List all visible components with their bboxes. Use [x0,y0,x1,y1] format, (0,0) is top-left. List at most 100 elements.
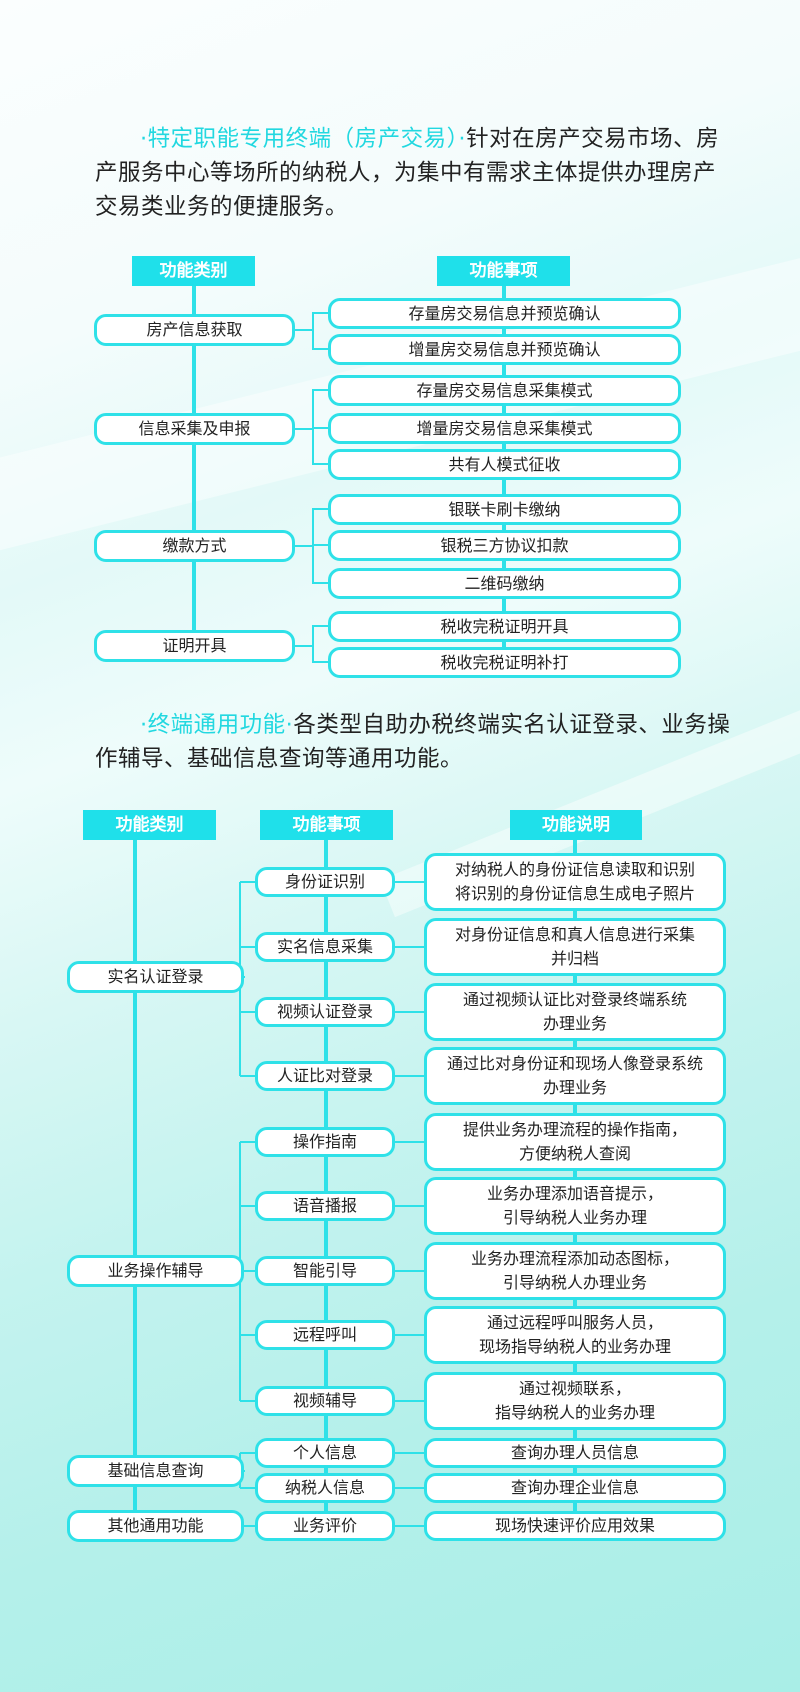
connector-line [312,626,314,662]
connector-line [395,1334,424,1336]
connector-line [240,1075,255,1077]
description-line: 查询办理人员信息 [510,1443,639,1462]
item-box: 操作指南 [255,1127,395,1157]
description-box: 对身份证信息和真人信息进行采集并归档 [424,918,726,976]
connector-line [395,1270,424,1272]
header-item: 功能事项 [260,810,393,840]
description-line: 对身份证信息和真人信息进行采集 [454,925,695,944]
connector-line [295,329,313,331]
item-box: 增量房交易信息并预览确认 [328,334,681,365]
connector-line [312,463,328,465]
connector-line [312,508,328,510]
header-category: 功能类别 [83,810,216,840]
description-line: 将识别的身份证信息生成电子照片 [454,884,695,903]
description-line: 对纳税人的身份证信息读取和识别 [454,860,695,879]
description-line: 通过远程呼叫服务人员， [486,1313,663,1332]
item-box: 视频认证登录 [255,997,395,1027]
description-line: 方便纳税人查阅 [518,1144,631,1163]
description-line: 查询办理企业信息 [510,1478,639,1497]
item-box: 实名信息采集 [255,932,395,962]
item-box: 远程呼叫 [255,1320,395,1350]
category-box: 房产信息获取 [94,314,295,346]
item-box: 存量房交易信息并预览确认 [328,298,681,329]
connector-line [240,1487,255,1489]
item-box: 人证比对登录 [255,1061,395,1091]
description-box: 通过视频联系， 指导纳税人的业务办理 [424,1372,726,1430]
connector-line [240,1205,255,1207]
connector-line [312,427,328,429]
item-box: 银联卡刷卡缴纳 [328,494,681,525]
description-box: 业务办理添加语音提示，引导纳税人业务办理 [424,1177,726,1235]
connector-line [240,1525,255,1527]
category-box: 缴款方式 [94,530,295,562]
connector-line [133,840,137,1526]
section2-paragraph: ·终端通用功能·各类型自助办税终端实名认证登录、业务操作辅导、基础信息查询等通用… [95,708,735,776]
connector-line [312,544,328,546]
description-line: 办理业务 [542,1014,607,1033]
header-item: 功能事项 [437,256,570,286]
item-box: 语音播报 [255,1191,395,1221]
description-line: 通过视频认证比对登录终端系统 [462,990,687,1009]
connector-line [312,348,328,350]
item-box: 共有人模式征收 [328,449,681,480]
description-line: 现场指导纳税人的业务办理 [478,1337,671,1356]
description-box: 业务办理流程添加动态图标，引导纳税人办理业务 [424,1242,726,1300]
connector-line [240,881,255,883]
category-box: 实名认证登录 [67,961,244,993]
section1-title: ·特定职能专用终端（房产交易）· [140,126,467,152]
description-box: 查询办理人员信息 [424,1438,726,1468]
category-box: 业务操作辅导 [67,1255,244,1287]
description-box: 查询办理企业信息 [424,1473,726,1503]
item-box: 身份证识别 [255,867,395,897]
connector-line [312,509,314,583]
connector-line [312,625,328,627]
description-line: 并归档 [550,949,599,968]
section1-paragraph: ·特定职能专用终端（房产交易）·针对在房产交易市场、房产服务中心等场所的纳税人，… [95,122,735,224]
item-box: 视频辅导 [255,1386,395,1416]
item-box: 银税三方协议扣款 [328,530,681,561]
category-box: 信息采集及申报 [94,413,295,445]
description-line: 指导纳税人的业务办理 [494,1403,655,1422]
connector-line [395,1141,424,1143]
connector-line [395,1452,424,1454]
connector-line [395,1075,424,1077]
item-box: 二维码缴纳 [328,568,681,599]
connector-line [312,582,328,584]
description-box: 通过远程呼叫服务人员， 现场指导纳税人的业务办理 [424,1306,726,1364]
section1-body: 针对在房产交易市场、房产服务中心等场所的纳税人，为集中有需求主体提供办理房产交易… [95,126,720,220]
item-box: 税收完税证明补打 [328,647,681,678]
connector-line [395,946,424,948]
section2-title: ·终端通用功能· [140,712,294,738]
category-box: 基础信息查询 [67,1455,244,1487]
description-line: 通过视频联系， [518,1379,631,1398]
connector-line [240,1400,255,1402]
category-box: 其他通用功能 [67,1510,244,1542]
item-box: 个人信息 [255,1438,395,1468]
description-box: 提供业务办理流程的操作指南，方便纳税人查阅 [424,1113,726,1171]
description-box: 对纳税人的身份证信息读取和识别将识别的身份证信息生成电子照片 [424,853,726,911]
connector-line [395,1011,424,1013]
description-line: 业务办理流程添加动态图标， [470,1249,679,1268]
item-box: 税收完税证明开具 [328,611,681,642]
connector-line [395,1525,424,1527]
section2-body: 各类型自助办税终端实名认证登录、业务操作辅导、基础信息查询等通用功能。 [95,712,731,772]
connector-line [240,1141,255,1143]
description-box: 通过视频认证比对登录终端系统办理业务 [424,983,726,1041]
item-box: 业务评价 [255,1511,395,1541]
connector-line [295,428,313,430]
connector-line [240,1452,255,1454]
connector-line [395,1400,424,1402]
item-box: 智能引导 [255,1256,395,1286]
description-line: 引导纳税人业务办理 [502,1208,647,1227]
description-line: 现场快速评价应用效果 [494,1516,655,1535]
connector-line [240,946,255,948]
item-box: 增量房交易信息采集模式 [328,413,681,444]
item-box: 存量房交易信息采集模式 [328,375,681,406]
connector-line [312,313,314,349]
connector-line [312,389,328,391]
connector-line [192,286,196,646]
description-line: 通过比对身份证和现场人像登录系统 [446,1054,703,1073]
connector-line [395,1487,424,1489]
connector-line [240,1270,255,1272]
